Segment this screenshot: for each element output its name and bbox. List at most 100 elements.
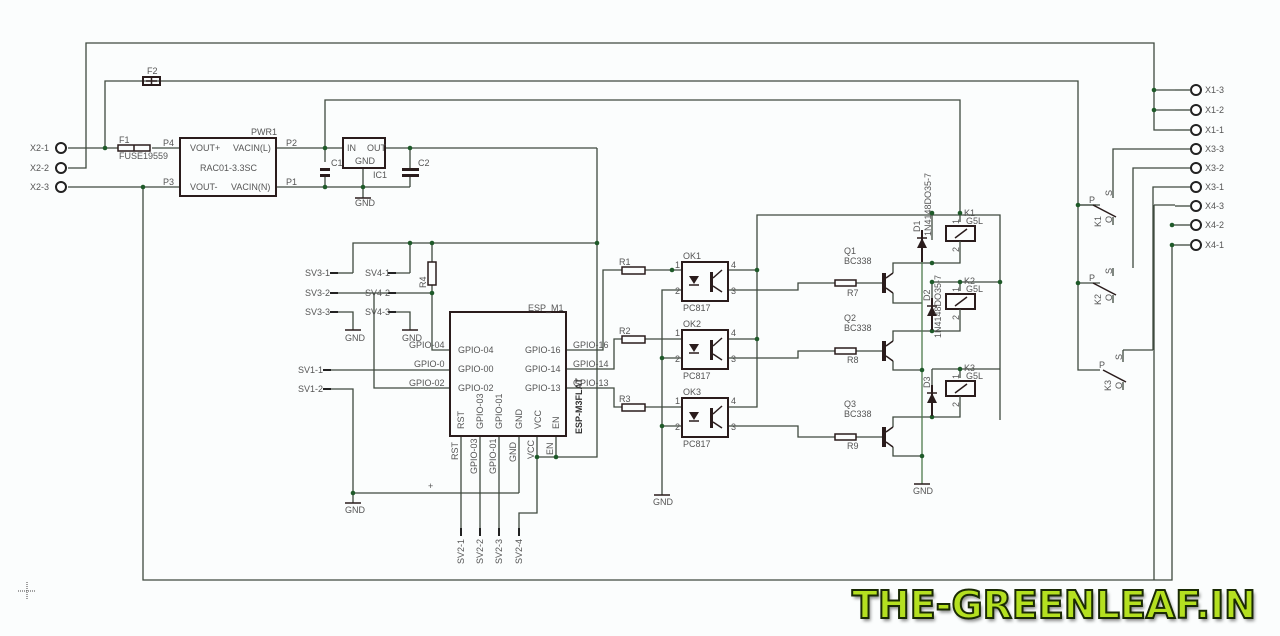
resistor-r8[interactable]	[834, 347, 857, 355]
relay-k2-contact[interactable]: P S O K2	[1089, 268, 1117, 305]
esp-module[interactable]: ESP_M1 GPIO-04 GPIO-00 GPIO-02 GPIO-16 G…	[449, 303, 584, 437]
capacitor-c2[interactable]: C2	[402, 158, 430, 177]
pad-x3-3[interactable]	[1190, 143, 1202, 155]
wires	[68, 42, 1190, 581]
label-c1: C1	[331, 158, 343, 168]
net-gpio0: GPIO-0	[414, 359, 445, 369]
diode-d2[interactable]: D2 1N4148DO35-7	[922, 275, 943, 338]
gnd-sv4: GND	[402, 333, 423, 343]
diode-d3[interactable]: D3	[922, 376, 937, 416]
esp-pin-gpio13: GPIO-13	[525, 383, 561, 393]
optocoupler-ok3[interactable]: OK3 PC817 1 2 3 4	[675, 387, 736, 449]
esp-pin-gpio14: GPIO-14	[525, 364, 561, 374]
pad-x2-3[interactable]	[55, 181, 67, 193]
capacitor-c1[interactable]: C1	[320, 158, 343, 177]
pad-x1-2[interactable]	[1190, 104, 1202, 116]
label-ok2-value: PC817	[683, 371, 711, 381]
fuse-f1[interactable]: F1 FUSE19559	[117, 135, 168, 161]
transistor-q1[interactable]: Q1 BC338 R7	[834, 246, 894, 298]
pad-x4-1[interactable]	[1190, 239, 1202, 251]
label-pwr1-value: RAC01-3.3SC	[200, 163, 258, 173]
pin-vout-minus: VOUT-	[190, 182, 218, 192]
relay-k1-contact[interactable]: P S O K1	[1089, 190, 1117, 227]
gnd-ic1: GND	[355, 198, 376, 208]
label-k3: K3	[964, 363, 975, 373]
fuse-f2[interactable]: F2	[142, 66, 161, 86]
ok3-pin-2: 2	[675, 422, 680, 432]
label-x2-1: X2-1	[30, 143, 49, 153]
diode-d1[interactable]: D1 1N4148DO35-7	[912, 173, 933, 262]
net-en: EN	[545, 442, 555, 455]
relay-k3-contact[interactable]: P S O K3	[1099, 349, 1153, 391]
resistor-r9[interactable]	[834, 433, 857, 441]
label-q2: Q2	[844, 313, 856, 323]
optocoupler-ok2[interactable]: OK2 PC817 1 2 3 4	[675, 319, 736, 381]
label-esp-name: ESP_M1	[528, 303, 564, 313]
net-gpio01: GPIO-01	[488, 438, 498, 474]
label-k2-value: G5L	[966, 284, 983, 294]
label-x1-1: X1-1	[1205, 125, 1224, 135]
watermark-logo: THE-GREENLEAF.IN	[851, 583, 1257, 627]
ok1-pin-1: 1	[675, 260, 680, 270]
ok1-pin-4: 4	[731, 260, 736, 270]
gnd-sv3: GND	[345, 333, 366, 343]
label-sv4-3: SV4-3	[365, 307, 390, 317]
net-gpio14: GPIO-14	[573, 359, 609, 369]
pad-x3-2[interactable]	[1190, 162, 1202, 174]
connector-x-right: X1-3 X1-2 X1-1 X3-3 X3-2 X3-1 X4-3 X4-2 …	[1175, 84, 1224, 251]
pad-x2-1[interactable]	[55, 142, 67, 154]
label-q2-value: BC338	[844, 323, 872, 333]
ok2-pin-1: 1	[675, 328, 680, 338]
optocoupler-ok1[interactable]: OK1 PC817 1 2 3 4	[675, 251, 736, 313]
net-gpio02: GPIO-02	[409, 378, 445, 388]
ok3-pin-3: 3	[731, 422, 736, 432]
esp-pin-vcc: VCC	[533, 409, 543, 429]
power-module-pwr1[interactable]: PWR1 VOUT+ VACIN(L) RAC01-3.3SC VOUT- VA…	[163, 127, 297, 197]
relay-k2-coil[interactable]: K2 G5L 1 2	[945, 276, 983, 320]
k2-contact-p: P	[1089, 273, 1095, 283]
pad-x4-3[interactable]	[1190, 200, 1202, 212]
pad-p4: P4	[163, 138, 174, 148]
label-sv2-2: SV2-2	[475, 539, 485, 564]
pad-x4-2[interactable]	[1190, 219, 1202, 231]
k1-contact-s: S	[1104, 190, 1114, 196]
pin-vacin-l: VACIN(L)	[233, 143, 271, 153]
net-vcc: VCC	[526, 439, 536, 459]
relay-k3-coil[interactable]: K3 G5L 1 2	[945, 363, 983, 407]
resistor-r2[interactable]: R2	[619, 326, 646, 344]
k3-pin-1: 1	[951, 374, 961, 379]
transistor-q3[interactable]: Q3 BC338 R9	[834, 399, 894, 451]
label-x4-3: X4-3	[1205, 201, 1224, 211]
label-q1-value: BC338	[844, 256, 872, 266]
label-x1-3: X1-3	[1205, 85, 1224, 95]
transistor-q2[interactable]: Q2 BC338 R8	[834, 313, 894, 365]
pin-vout-plus: VOUT+	[190, 143, 220, 153]
pad-x3-1[interactable]	[1190, 181, 1202, 193]
label-x2-2: X2-2	[30, 163, 49, 173]
net-rst: RST	[450, 441, 460, 460]
pad-x1-1[interactable]	[1190, 124, 1202, 136]
label-x1-2: X1-2	[1205, 105, 1224, 115]
pad-p1: P1	[286, 177, 297, 187]
k1-contact-label: K1	[1093, 216, 1103, 227]
relay-k1-coil[interactable]: K1 G5L 1 2	[945, 208, 983, 252]
label-ok3-value: PC817	[683, 439, 711, 449]
regulator-ic1[interactable]: IN OUT GND IC1	[342, 137, 387, 180]
label-r9: R9	[847, 441, 859, 451]
ok3-pin-1: 1	[675, 396, 680, 406]
resistor-r1[interactable]: R1	[619, 257, 646, 275]
net-gpio04: GPIO-04	[409, 340, 445, 350]
k3-contact-p: P	[1099, 360, 1105, 370]
label-esp-value: ESP-M3FLAT	[574, 378, 584, 434]
pad-x1-3[interactable]	[1190, 84, 1202, 96]
label-sv3-1: SV3-1	[305, 268, 330, 278]
label-f1: F1	[119, 135, 130, 145]
resistor-r7[interactable]	[834, 279, 857, 287]
label-sv1-2: SV1-2	[298, 384, 323, 394]
esp-pin-gpio01: GPIO-01	[494, 393, 504, 429]
resistor-r4[interactable]: R4	[418, 261, 437, 288]
resistor-r3[interactable]: R3	[619, 394, 646, 412]
origin-crosshair-icon	[18, 582, 36, 600]
esp-pin-gpio16: GPIO-16	[525, 345, 561, 355]
pad-x2-2[interactable]	[55, 162, 67, 174]
